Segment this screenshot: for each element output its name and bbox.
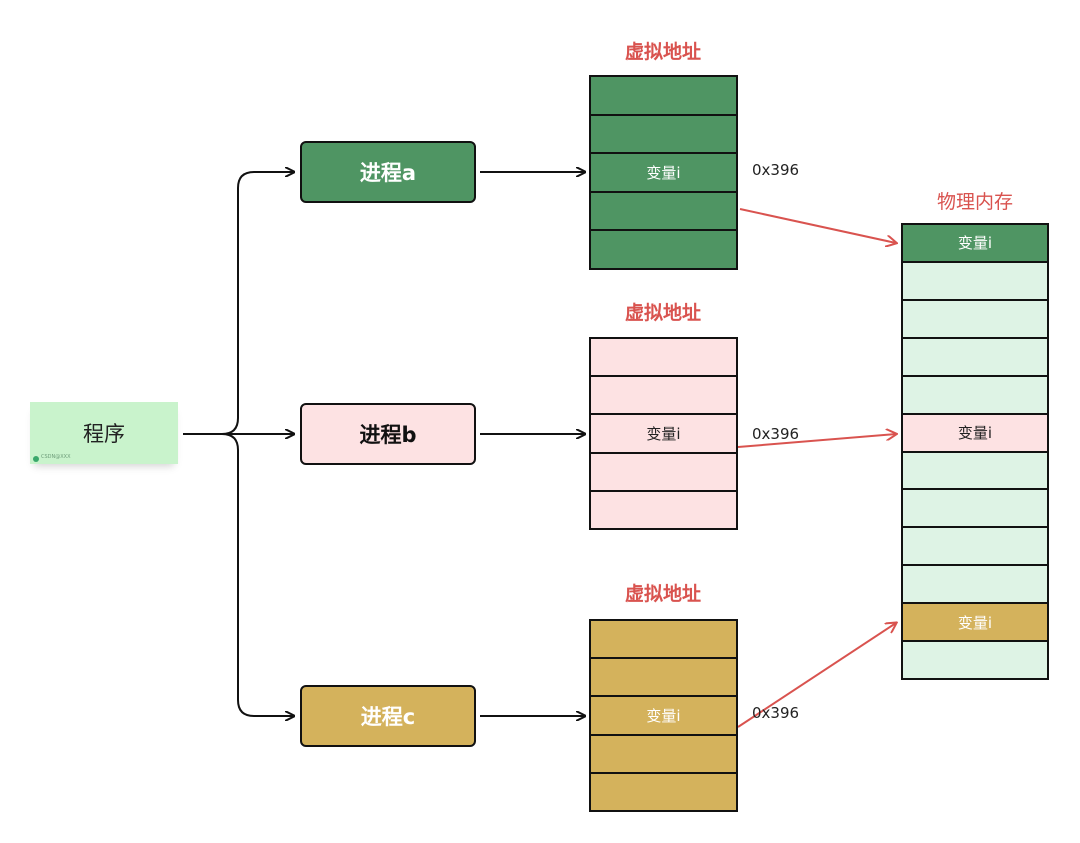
- physical-cell: [903, 260, 1047, 299]
- virtual-cell: [591, 229, 736, 268]
- virtual-cell-variable: 变量i: [591, 695, 736, 733]
- virtual-cell-variable: 变量i: [591, 413, 736, 451]
- physical-memory-title: 物理内存: [936, 191, 1013, 213]
- address-label-b: 0x396: [752, 425, 800, 443]
- physical-cell: [903, 526, 1047, 564]
- virtual-cell: [591, 77, 736, 114]
- address-label-c: 0x396: [752, 704, 800, 722]
- physical-cell-variable-b: 变量i: [903, 412, 1047, 451]
- physical-cell: [903, 336, 1047, 375]
- virtual-cell: [591, 190, 736, 230]
- mapping-arrow-b: [737, 434, 896, 448]
- virtual-cell: [591, 339, 736, 375]
- mapping-arrow-a: [739, 208, 896, 243]
- connector-program-to-c: [221, 433, 294, 716]
- process-b-label: 进程b: [359, 423, 417, 447]
- program-label: 程序: [83, 422, 125, 446]
- physical-cell: [903, 564, 1047, 602]
- physical-cell: [903, 488, 1047, 526]
- virtual-address-space-a: 变量i: [589, 75, 738, 270]
- virtual-cell: [591, 113, 736, 153]
- connector-program-to-a: [183, 172, 294, 435]
- process-b-box: 进程b: [300, 403, 476, 465]
- process-c-box: 进程c: [300, 685, 476, 747]
- process-c-label: 进程c: [360, 705, 416, 729]
- physical-cell: [903, 640, 1047, 678]
- virtual-cell: [591, 489, 736, 528]
- virtual-address-title-a: 虚拟地址: [624, 41, 701, 63]
- watermark-text: CSDN@XXX: [41, 454, 71, 460]
- physical-cell-variable-a: 变量i: [903, 225, 1047, 261]
- virtual-cell: [591, 771, 736, 810]
- watermark-dot: [33, 456, 39, 462]
- physical-cell: [903, 450, 1047, 489]
- physical-cell-variable-c: 变量i: [903, 602, 1047, 641]
- virtual-cell: [591, 733, 736, 772]
- process-a-box: 进程a: [300, 141, 476, 203]
- virtual-cell: [591, 657, 736, 695]
- process-a-label: 进程a: [359, 161, 417, 185]
- physical-cell: [903, 298, 1047, 337]
- virtual-cell: [591, 451, 736, 490]
- program-box: 程序: [30, 402, 178, 464]
- virtual-address-space-c: 变量i: [589, 619, 738, 812]
- virtual-address-space-b: 变量i: [589, 337, 738, 530]
- address-label-a: 0x396: [752, 161, 800, 179]
- physical-memory-stack: 变量i 变量i 变量i: [901, 223, 1049, 680]
- mapping-arrow-c: [737, 623, 896, 728]
- virtual-cell-variable: 变量i: [591, 152, 736, 191]
- virtual-cell: [591, 621, 736, 657]
- virtual-address-title-c: 虚拟地址: [624, 583, 701, 605]
- virtual-cell: [591, 375, 736, 413]
- physical-cell: [903, 374, 1047, 413]
- virtual-address-title-b: 虚拟地址: [624, 302, 701, 324]
